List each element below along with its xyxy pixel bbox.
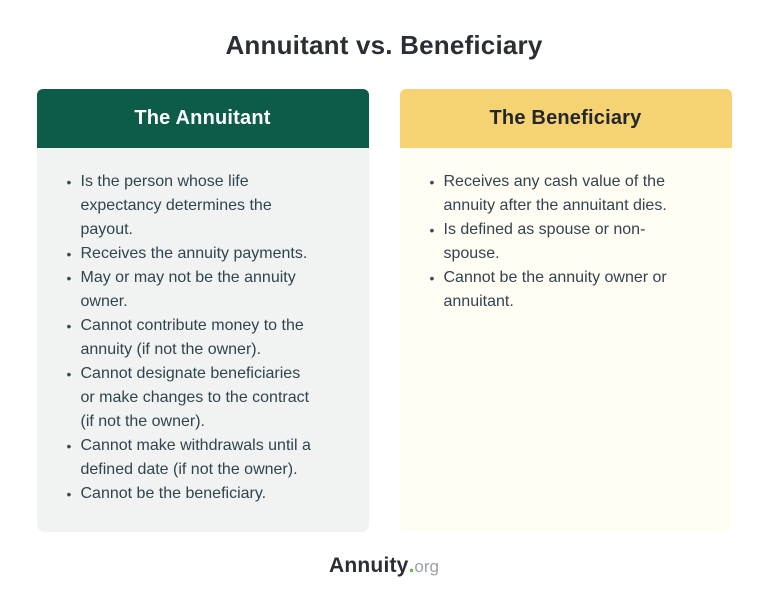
beneficiary-body: Receives any cash value of the annuity a… xyxy=(399,148,732,532)
logo-wordmark: Annuity xyxy=(329,554,409,577)
list-item: Is defined as spouse or non- spouse. xyxy=(429,218,724,266)
logo-dot: . xyxy=(408,554,415,577)
list-item: Cannot be the beneficiary. xyxy=(66,482,361,506)
list-item: Cannot make withdrawals until a defined … xyxy=(66,434,361,482)
annuitant-header: The Annuitant xyxy=(36,89,369,148)
list-item: Cannot contribute money to the annuity (… xyxy=(66,314,361,362)
list-item: May or may not be the annuity owner. xyxy=(66,266,361,314)
list-item: Cannot designate beneficiaries or make c… xyxy=(66,362,361,434)
list-item: Cannot be the annuity owner or annuitant… xyxy=(429,266,724,314)
beneficiary-bullet-list: Receives any cash value of the annuity a… xyxy=(429,170,724,314)
list-item: Receives the annuity payments. xyxy=(66,242,361,266)
annuitant-body: Is the person whose life expectancy dete… xyxy=(36,148,369,532)
comparison-columns: The Annuitant Is the person whose life e… xyxy=(0,89,768,532)
column-annuitant: The Annuitant Is the person whose life e… xyxy=(36,89,369,532)
list-item: Is the person whose life expectancy dete… xyxy=(66,170,361,242)
column-beneficiary: The Beneficiary Receives any cash value … xyxy=(399,89,732,532)
page-title: Annuitant vs. Beneficiary xyxy=(225,30,543,60)
annuity-org-logo: Annuity.org xyxy=(329,554,439,578)
annuitant-bullet-list: Is the person whose life expectancy dete… xyxy=(66,170,361,506)
footer: Annuity.org xyxy=(0,554,768,578)
list-item: Receives any cash value of the annuity a… xyxy=(429,170,724,218)
beneficiary-header: The Beneficiary xyxy=(399,89,732,148)
logo-tld: org xyxy=(414,557,439,576)
